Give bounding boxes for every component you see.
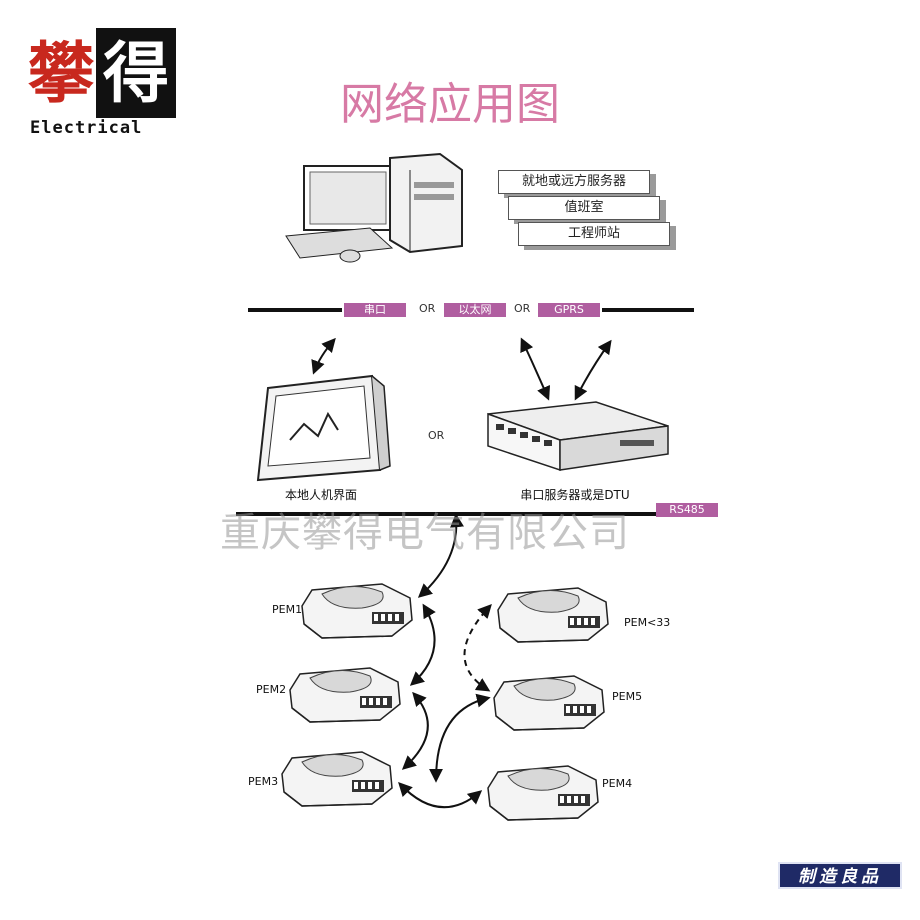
service-box-engineer-station: 工程师站 bbox=[518, 222, 670, 246]
logo-text: Electrical bbox=[30, 118, 143, 138]
pem3-label: PEM3 bbox=[248, 775, 279, 788]
hmi-panel-icon bbox=[256, 374, 391, 482]
pem4-device-icon bbox=[487, 765, 599, 821]
pem33-device-icon bbox=[497, 587, 609, 643]
pem1-device-icon bbox=[301, 583, 413, 639]
or-label: OR bbox=[419, 302, 436, 315]
pem1-label: PEM1 bbox=[272, 603, 303, 616]
bus-tag-serial: 串口 bbox=[344, 303, 406, 317]
computer-icon bbox=[285, 152, 463, 263]
page-title: 网络应用图 bbox=[340, 79, 560, 130]
logo-mark-black: 得 bbox=[96, 28, 176, 118]
bus-tag-gprs: GPRS bbox=[538, 303, 600, 317]
service-box-server: 就地或远方服务器 bbox=[498, 170, 650, 194]
rs485-label: RS485 bbox=[656, 503, 718, 517]
pem2-device-icon bbox=[289, 667, 401, 723]
or-label: OR bbox=[514, 302, 531, 315]
watermark: 重庆攀得电气有限公司 bbox=[220, 510, 630, 556]
dtu-caption: 串口服务器或是DTU bbox=[520, 488, 630, 502]
hmi-caption: 本地人机界面 bbox=[284, 488, 357, 502]
logo-mark-red: 攀 bbox=[28, 34, 94, 112]
service-box-duty-room: 值班室 bbox=[508, 196, 660, 220]
quality-badge: 制造良品 bbox=[778, 862, 902, 889]
serial-server-icon bbox=[487, 401, 669, 472]
pem3-device-icon bbox=[281, 751, 393, 807]
pem4-label: PEM4 bbox=[602, 777, 633, 790]
pem5-device-icon bbox=[493, 675, 605, 731]
pem2-label: PEM2 bbox=[256, 683, 287, 696]
pem33-label: PEM<33 bbox=[624, 616, 671, 629]
bus-tag-ethernet: 以太网 bbox=[444, 303, 506, 317]
or-label: OR bbox=[428, 429, 445, 442]
pem5-label: PEM5 bbox=[612, 690, 643, 703]
